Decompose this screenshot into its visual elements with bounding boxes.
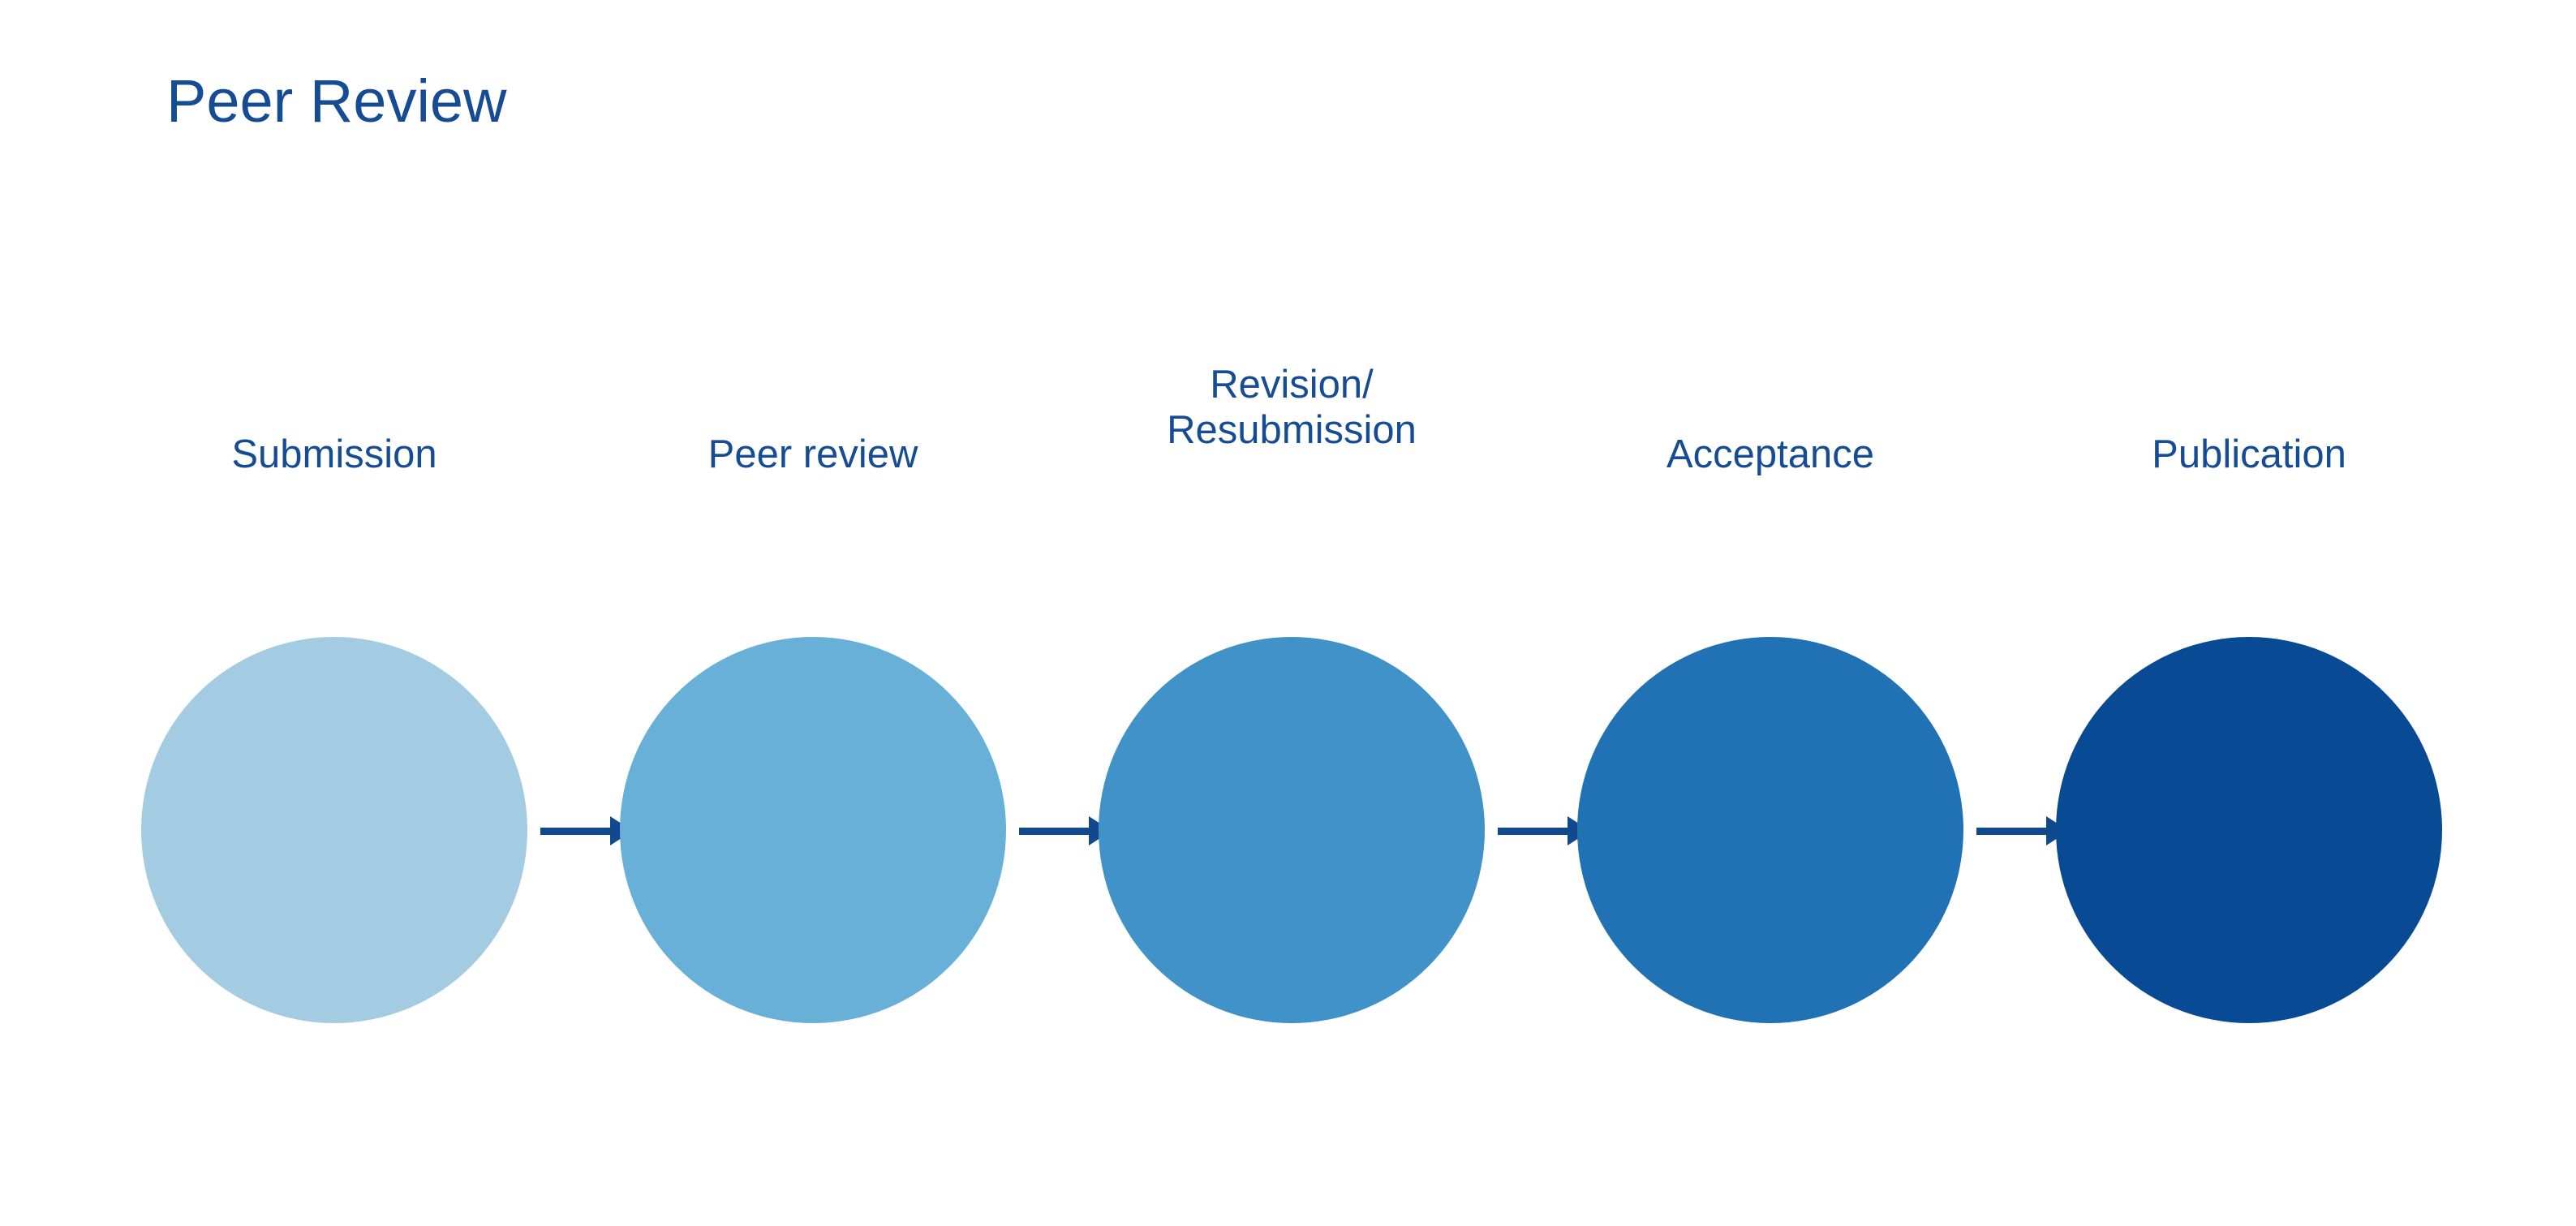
arrow-shaft <box>1976 828 2047 835</box>
stage-label-publication: Publication <box>2152 432 2346 476</box>
arrow-shaft <box>1019 828 1090 835</box>
stage-circle-acceptance[interactable] <box>1577 637 1963 1023</box>
stage-circle-publication[interactable] <box>2056 637 2442 1023</box>
stage-label-revision-resubmission: Revision/ Resubmission <box>1167 363 1417 452</box>
stage-label-submission: Submission <box>231 432 437 476</box>
arrow-shaft <box>540 828 611 835</box>
stage-label-acceptance: Acceptance <box>1666 432 1875 476</box>
flow-arrow-1 <box>540 816 633 845</box>
flow-arrow-4 <box>1976 816 2069 845</box>
stage-label-peer-review: Peer review <box>707 432 918 476</box>
flow-arrow-3 <box>1498 816 1590 845</box>
arrow-shaft <box>1498 828 1568 835</box>
flow-arrow-2 <box>1019 816 1112 845</box>
page-title: Peer Review <box>166 67 507 135</box>
stage-circle-revision-resubmission[interactable] <box>1099 637 1485 1023</box>
stage-circle-peer-review[interactable] <box>620 637 1006 1023</box>
stage-circle-submission[interactable] <box>141 637 527 1023</box>
